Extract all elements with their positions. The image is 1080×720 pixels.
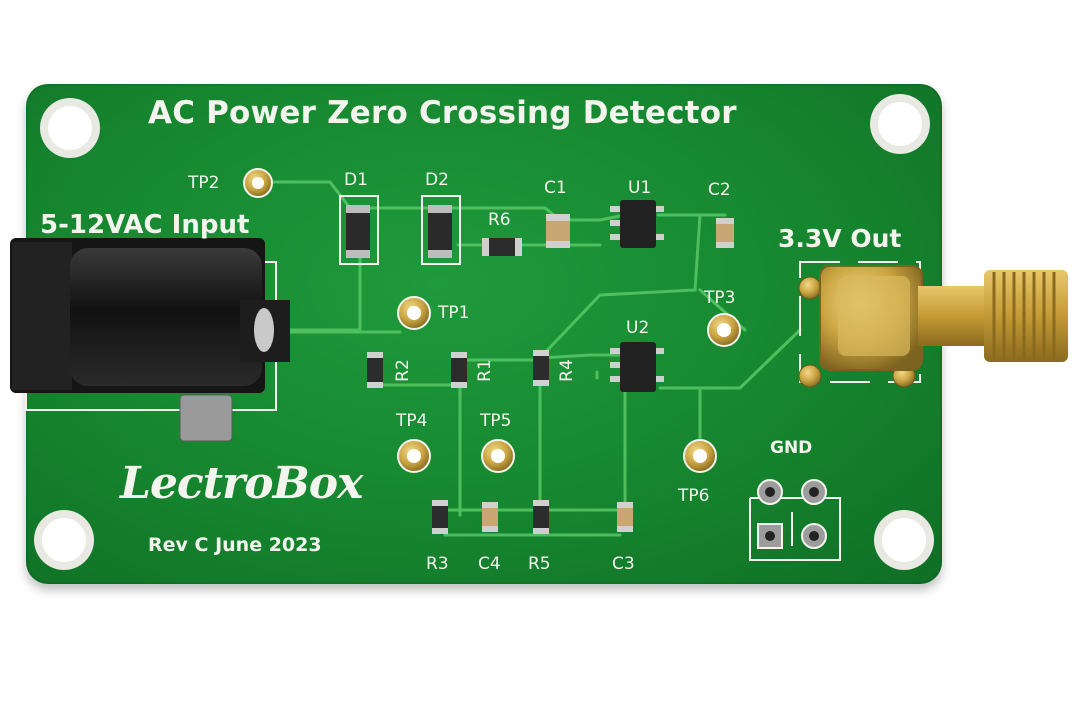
resistor-r1 xyxy=(451,352,467,388)
resistor-r5 xyxy=(533,500,549,534)
designator-c2: C2 xyxy=(708,180,731,200)
designator-r2: R2 xyxy=(392,359,413,382)
mounting-hole xyxy=(40,98,100,158)
mounting-hole xyxy=(870,94,930,154)
ic-u2 xyxy=(610,342,664,392)
designator-r6: R6 xyxy=(488,210,511,230)
designator-r4: R4 xyxy=(556,359,577,382)
capacitor-c3 xyxy=(617,502,633,532)
gnd-label: GND xyxy=(770,438,813,458)
designator-tp2: TP2 xyxy=(188,173,220,193)
designator-tp3: TP3 xyxy=(704,288,736,308)
test-point-tp5 xyxy=(481,439,515,473)
test-point-tp2 xyxy=(243,168,273,198)
copper-traces xyxy=(258,180,802,537)
designator-tp5: TP5 xyxy=(480,411,512,431)
capacitor-c2 xyxy=(716,218,734,248)
test-point-tp1 xyxy=(397,296,431,330)
revision-label: Rev C June 2023 xyxy=(148,534,322,556)
designator-c3: C3 xyxy=(612,554,635,574)
diode-d1 xyxy=(339,195,379,265)
sma-connector xyxy=(798,261,1068,388)
designator-r1: R1 xyxy=(474,359,495,382)
input-label: 5-12VAC Input xyxy=(40,210,250,240)
resistor-r2 xyxy=(367,352,383,388)
designator-tp4: TP4 xyxy=(396,411,428,431)
board-title: AC Power Zero Crossing Detector xyxy=(148,95,737,131)
designator-u2: U2 xyxy=(626,318,650,338)
brand-logo: LectroBox xyxy=(120,458,363,509)
dc-barrel-jack xyxy=(10,238,290,442)
resistor-r3 xyxy=(432,500,448,534)
diode-d2 xyxy=(421,195,461,265)
capacitor-c1 xyxy=(546,214,570,248)
designator-tp6: TP6 xyxy=(678,486,710,506)
designator-d2: D2 xyxy=(425,170,449,190)
test-point-tp4 xyxy=(397,439,431,473)
test-point-tp6 xyxy=(683,439,717,473)
designator-u1: U1 xyxy=(628,178,652,198)
capacitor-c4 xyxy=(482,502,498,532)
mounting-hole xyxy=(34,510,94,570)
resistor-r6 xyxy=(482,238,522,256)
designator-c1: C1 xyxy=(544,178,567,198)
resistor-r4 xyxy=(533,350,549,386)
designator-d1: D1 xyxy=(344,170,368,190)
test-point-tp3 xyxy=(707,313,741,347)
designator-tp1: TP1 xyxy=(438,303,470,323)
mounting-hole xyxy=(874,510,934,570)
designator-r5: R5 xyxy=(528,554,551,574)
ic-u1 xyxy=(610,200,664,248)
designator-r3: R3 xyxy=(426,554,449,574)
gnd-header xyxy=(749,479,841,561)
designator-c4: C4 xyxy=(478,554,501,574)
output-label: 3.3V Out xyxy=(778,224,902,253)
